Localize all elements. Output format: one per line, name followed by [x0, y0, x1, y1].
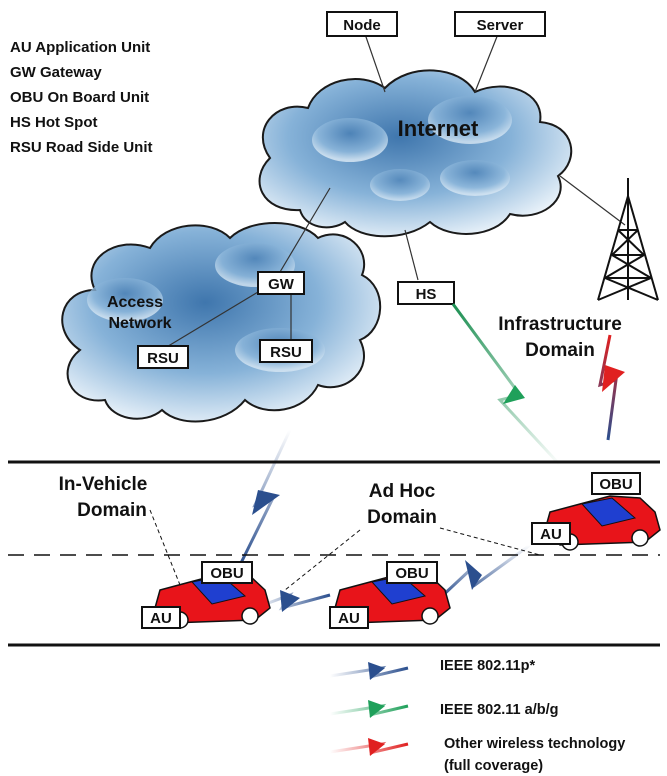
server-link	[474, 33, 499, 93]
rsu-right-label: RSU	[270, 344, 302, 361]
gw-box: GW	[257, 271, 305, 295]
hs-label: HS	[416, 286, 437, 303]
legend-label-other: Other wireless technology	[444, 736, 625, 752]
au-right-label: AU	[540, 526, 562, 543]
road	[8, 460, 660, 647]
au-left-box: AU	[141, 606, 181, 629]
abbr-rsu: RSU Road Side Unit	[10, 139, 153, 156]
links	[164, 33, 626, 349]
server-label: Server	[477, 17, 524, 34]
wireless-link-car-car-left	[254, 590, 331, 612]
abbr-gw: GW Gateway	[10, 64, 102, 81]
hs-box: HS	[397, 281, 455, 305]
node-label: Node	[343, 17, 381, 34]
internet-cloud: Internet	[258, 69, 573, 238]
in-vehicle-domain-label-2: Domain	[77, 500, 147, 521]
access-network-label-2: Network	[108, 315, 171, 332]
legend-item-other: Other wireless technology (full coverage…	[329, 736, 625, 774]
cell-tower-icon	[597, 178, 659, 301]
abbreviation-list: AU Application Unit GW Gateway OBU On Bo…	[10, 39, 153, 156]
obu-left-box: OBU	[201, 561, 253, 584]
infrastructure-domain-label-2: Domain	[525, 340, 595, 361]
wireless-link-hs-obu	[451, 303, 562, 467]
access-network-label-1: Access	[107, 294, 163, 311]
obu-mid-box: OBU	[386, 561, 438, 584]
obu-left-label: OBU	[210, 565, 243, 582]
wireless-link-car-car-right	[438, 543, 531, 600]
legend: IEEE 802.11p* IEEE 802.11 a/b/g Other wi…	[329, 658, 625, 774]
au-mid-box: AU	[329, 606, 369, 629]
au-mid-label: AU	[338, 610, 360, 627]
ad-hoc-domain-label-1: Ad Hoc	[369, 481, 436, 502]
access-network-cloud: Access Network	[61, 222, 382, 423]
abbr-hs: HS Hot Spot	[10, 114, 98, 131]
abbr-au: AU Application Unit	[10, 39, 150, 56]
car-right	[544, 495, 661, 551]
gw-label: GW	[268, 276, 295, 293]
obu-right-box: OBU	[591, 472, 641, 495]
rsu-left-box: RSU	[137, 345, 189, 369]
au-left-label: AU	[150, 610, 172, 627]
wireless-link-tower-obu	[598, 334, 625, 441]
legend-label-other-2: (full coverage)	[444, 758, 543, 774]
internet-label: Internet	[398, 116, 479, 141]
legend-label-80211abg: IEEE 802.11 a/b/g	[440, 702, 559, 718]
internet-gw-link	[279, 187, 331, 273]
legend-item-80211abg: IEEE 802.11 a/b/g	[329, 700, 559, 718]
internet-hs-link	[404, 229, 419, 281]
legend-item-80211p: IEEE 802.11p*	[329, 658, 535, 680]
abbr-obu: OBU On Board Unit	[10, 89, 149, 106]
rsu-left-label: RSU	[147, 350, 179, 367]
internet-tower-link	[559, 175, 626, 226]
node-box: Node	[326, 11, 398, 37]
domain-leaders	[149, 509, 541, 591]
wireless-link-rsu-obu	[238, 429, 292, 566]
infrastructure-domain-label-1: Infrastructure	[498, 314, 622, 335]
server-box: Server	[454, 11, 546, 37]
in-vehicle-domain-label-1: In-Vehicle	[59, 474, 148, 495]
legend-label-80211p: IEEE 802.11p*	[440, 658, 535, 674]
ad-hoc-domain-label-2: Domain	[367, 507, 437, 528]
gw-rsu-left-link	[164, 291, 259, 349]
rsu-right-box: RSU	[259, 339, 313, 363]
obu-right-label: OBU	[599, 476, 632, 493]
obu-mid-label: OBU	[395, 565, 428, 582]
node-link	[364, 33, 386, 93]
au-right-box: AU	[531, 522, 571, 545]
